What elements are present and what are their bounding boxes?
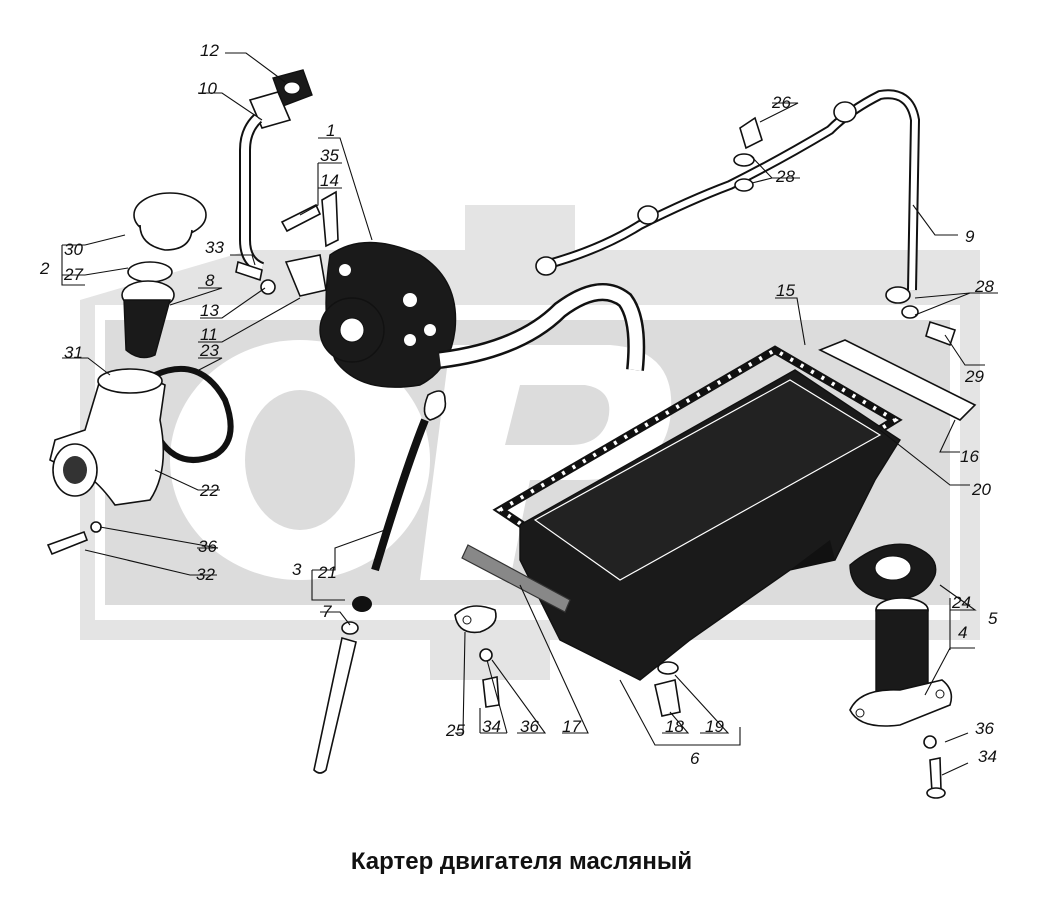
label-25: 25 [445,721,465,740]
label-10: 10 [198,79,217,98]
label-35: 35 [320,146,339,165]
oil-tube-10 [239,91,292,274]
label-21: 21 [317,563,337,582]
gasket-12 [272,69,313,107]
bolt-35 [280,190,339,248]
label-34-left: 34 [482,717,501,736]
plate-25 [454,605,500,708]
label-15: 15 [776,281,795,300]
label-32: 32 [196,565,215,584]
part-numbers: 12 10 1 35 14 33 13 11 8 2 30 27 31 23 2… [39,41,998,768]
label-28-right: 28 [974,277,994,296]
label-36-right: 36 [975,719,994,738]
label-36-mid: 36 [520,717,539,736]
label-29: 29 [964,367,984,386]
leader-lines [61,52,998,776]
label-11: 11 [200,325,218,344]
label-1: 1 [326,121,335,140]
label-14: 14 [320,171,339,190]
gasket-24 [849,543,937,601]
label-24: 24 [951,593,971,612]
label-31: 31 [64,343,83,362]
label-4: 4 [958,623,967,642]
oil-pan-6 [519,369,901,681]
label-19: 19 [705,717,724,736]
label-33: 33 [205,238,224,257]
dipstick-guide-7 [313,621,359,774]
oil-filter-4 [849,597,953,727]
filler-neck-8 [121,280,175,359]
strip-17 [461,544,571,613]
label-18: 18 [665,717,684,736]
label-20: 20 [971,480,991,499]
label-5: 5 [988,609,998,628]
label-16: 16 [960,447,979,466]
label-34-right: 34 [978,747,997,766]
diagram-title: Картер двигателя масляный [350,848,693,875]
label-27: 27 [63,265,83,284]
label-3: 3 [292,560,302,579]
drain-plug-18 [654,661,681,717]
label-26: 26 [771,93,791,112]
dipstick-3 [352,390,447,612]
label-9: 9 [965,227,975,246]
label-13: 13 [200,301,219,320]
oil-line-9 [535,89,957,347]
label-22: 22 [199,481,219,500]
filler-cap-30 [127,192,207,283]
label-30: 30 [64,240,83,259]
label-23: 23 [199,341,219,360]
label-6: 6 [690,749,700,768]
bolt-34-right [923,735,946,799]
label-2: 2 [39,259,50,278]
housing-22 [49,368,166,506]
label-12: 12 [200,41,219,60]
label-7: 7 [322,602,332,621]
label-36-left: 36 [198,537,217,556]
label-28-top: 28 [775,167,795,186]
label-8: 8 [205,271,215,290]
oil-pump-1 [319,241,457,388]
label-17: 17 [562,717,581,736]
